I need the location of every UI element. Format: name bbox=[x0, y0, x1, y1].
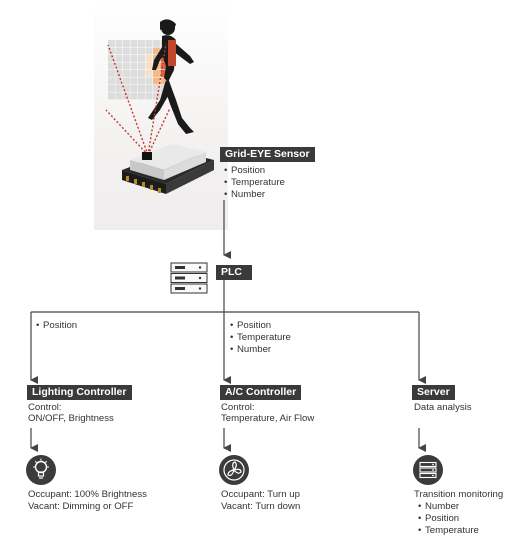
branch-middle-item: Temperature bbox=[230, 332, 291, 344]
thermal-cell bbox=[138, 92, 145, 100]
branch-left-item: Position bbox=[36, 320, 77, 332]
thermal-cell bbox=[138, 77, 145, 85]
thermal-cell bbox=[108, 55, 115, 62]
thermal-cell bbox=[130, 47, 138, 55]
thermal-cell bbox=[115, 70, 123, 77]
thermal-cell bbox=[145, 77, 153, 85]
thermal-cell bbox=[115, 85, 123, 92]
thermal-cell bbox=[145, 55, 153, 62]
grid-eye-chip bbox=[122, 144, 214, 194]
thermal-cell bbox=[130, 55, 138, 62]
thermal-cell bbox=[153, 92, 160, 100]
sensor-illustration bbox=[94, 0, 228, 230]
thermal-cell bbox=[123, 40, 130, 47]
ac-occupant-text: Occupant: Turn up bbox=[221, 489, 300, 500]
server-list-item: Number bbox=[418, 501, 479, 513]
lighting-controller-title: Lighting Controller bbox=[27, 385, 132, 400]
branch-middle-list: Position Temperature Number bbox=[230, 320, 291, 356]
thermal-grid bbox=[108, 40, 168, 100]
thermal-cell bbox=[108, 70, 115, 77]
thermal-cell bbox=[145, 40, 153, 47]
thermal-cell bbox=[123, 92, 130, 100]
thermal-cell bbox=[138, 47, 145, 55]
thermal-cell bbox=[130, 92, 138, 100]
thermal-cell bbox=[138, 62, 145, 70]
plc-label: PLC bbox=[216, 265, 252, 280]
server-monitoring-text: Transition monitoring bbox=[414, 489, 504, 500]
lighting-occupant-text: Occupant: 100% Brightness bbox=[28, 489, 147, 500]
server-list-item: Temperature bbox=[418, 525, 479, 537]
server-list: Number Position Temperature bbox=[418, 501, 479, 537]
thermal-cell bbox=[115, 77, 123, 85]
thermal-cell bbox=[123, 77, 130, 85]
thermal-cell bbox=[153, 85, 160, 92]
ac-control-value: Temperature, Air Flow bbox=[221, 413, 315, 424]
thermal-cell bbox=[145, 47, 153, 55]
thermal-cell bbox=[153, 40, 160, 47]
ac-control-label: Control: bbox=[221, 402, 255, 413]
thermal-cell bbox=[145, 92, 153, 100]
thermal-cell bbox=[145, 85, 153, 92]
thermal-cell bbox=[123, 62, 130, 70]
thermal-cell bbox=[153, 70, 160, 77]
thermal-cell bbox=[145, 62, 153, 70]
branch-left-list: Position bbox=[36, 320, 77, 332]
thermal-cell bbox=[153, 77, 160, 85]
sensor-label: Grid-EYE Sensor bbox=[220, 147, 315, 162]
thermal-cell bbox=[108, 40, 115, 47]
plc-rack-icon bbox=[170, 262, 208, 294]
sensor-scene bbox=[105, 19, 214, 194]
thermal-cell bbox=[108, 62, 115, 70]
fan-icon bbox=[219, 455, 249, 485]
thermal-cell bbox=[115, 62, 123, 70]
thermal-cell bbox=[108, 85, 115, 92]
person-silhouette bbox=[148, 19, 194, 134]
ac-controller-title: A/C Controller bbox=[220, 385, 302, 400]
thermal-cell bbox=[138, 40, 145, 47]
thermal-cell bbox=[138, 85, 145, 92]
thermal-cell bbox=[115, 47, 123, 55]
thermal-cell bbox=[160, 77, 168, 85]
lighting-control-value: ON/OFF, Brightness bbox=[28, 413, 114, 424]
thermal-cell bbox=[160, 70, 168, 77]
sensor-list: Position Temperature Number bbox=[224, 165, 285, 201]
server-list-item: Position bbox=[418, 513, 479, 525]
thermal-cell bbox=[123, 85, 130, 92]
thermal-cell bbox=[115, 55, 123, 62]
thermal-cell bbox=[130, 62, 138, 70]
sensor-list-item: Temperature bbox=[224, 177, 285, 189]
lighting-control-label: Control: bbox=[28, 402, 62, 413]
thermal-cell bbox=[130, 85, 138, 92]
view-lines bbox=[105, 43, 171, 156]
sensor-list-item: Number bbox=[224, 189, 285, 201]
thermal-cell bbox=[138, 55, 145, 62]
branch-middle-item: Position bbox=[230, 320, 291, 332]
sensor-list-item: Position bbox=[224, 165, 285, 177]
server-title: Server bbox=[412, 385, 455, 400]
thermal-cell bbox=[108, 77, 115, 85]
thermal-cell bbox=[138, 70, 145, 77]
server-analysis-text: Data analysis bbox=[414, 402, 472, 413]
thermal-cell bbox=[145, 70, 153, 77]
thermal-cell bbox=[115, 40, 123, 47]
thermal-cell bbox=[123, 70, 130, 77]
thermal-cell bbox=[123, 47, 130, 55]
branch-middle-item: Number bbox=[230, 344, 291, 356]
ac-vacant-text: Vacant: Turn down bbox=[221, 501, 301, 512]
lightbulb-icon bbox=[26, 455, 56, 485]
thermal-cell bbox=[130, 77, 138, 85]
thermal-cell bbox=[130, 40, 138, 47]
thermal-cell bbox=[115, 92, 123, 100]
server-icon bbox=[413, 455, 443, 485]
thermal-cell bbox=[160, 62, 168, 70]
thermal-cell bbox=[153, 47, 160, 55]
lighting-vacant-text: Vacant: Dimming or OFF bbox=[28, 501, 134, 512]
thermal-cell bbox=[108, 47, 115, 55]
thermal-cell bbox=[130, 70, 138, 77]
thermal-cell bbox=[123, 55, 130, 62]
thermal-cell bbox=[108, 92, 115, 100]
